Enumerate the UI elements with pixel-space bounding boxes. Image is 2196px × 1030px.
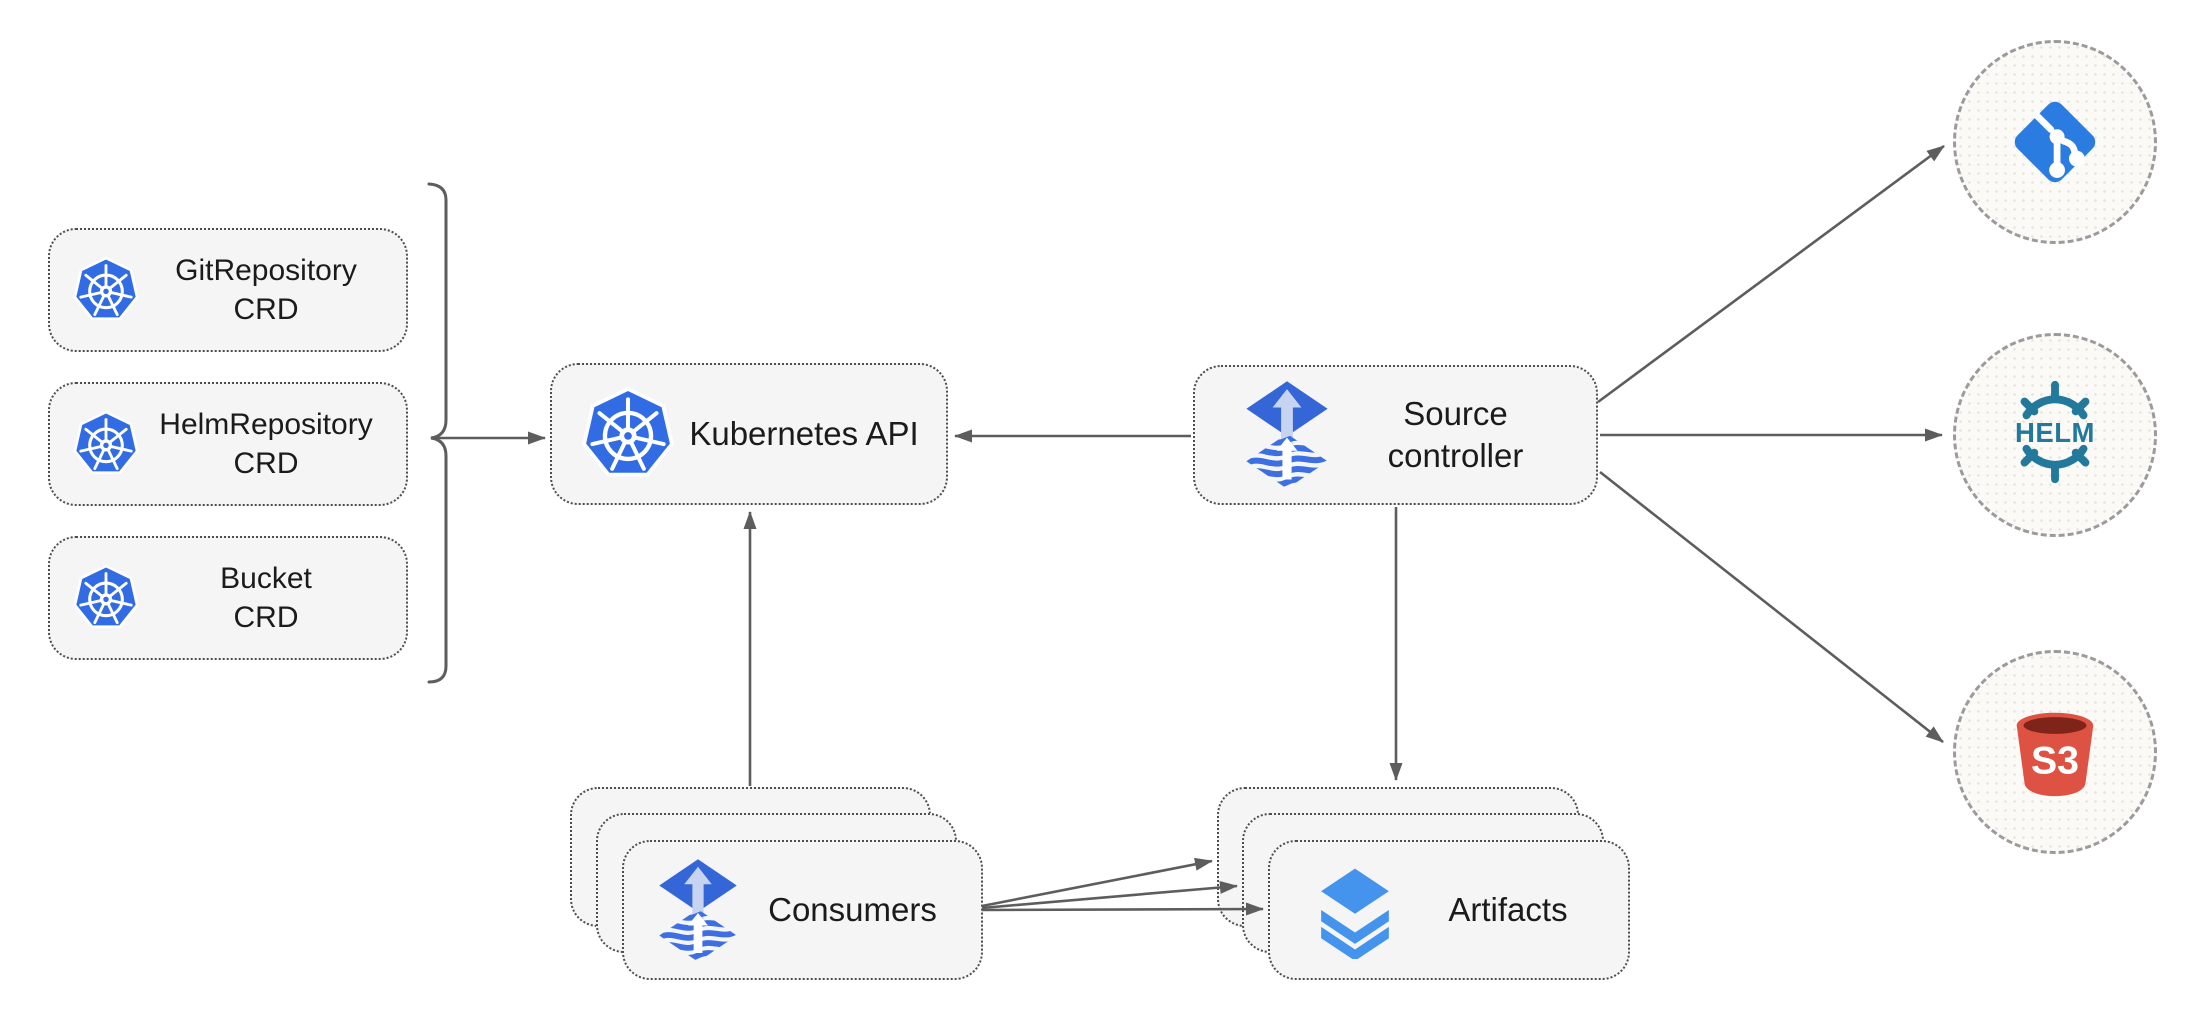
arrow-source-to-git [1597,144,1945,404]
label-line: GitRepository [175,254,357,287]
helmrepository-crd-label: HelmRepository CRD [140,405,406,483]
node-helmrepository-crd: HelmRepository CRD [48,382,408,506]
kubernetes-icon [580,386,676,482]
node-consumers: Consumers [622,840,983,980]
node-gitrepository-crd: GitRepository CRD [48,228,408,352]
s3-bucket-icon: S3 [2001,698,2109,806]
kubernetes-api-label: Kubernetes API [689,415,919,452]
flux-icon [658,858,738,963]
external-helm-repository: HELM [1953,333,2157,537]
label-line: Bucket [220,562,312,595]
label-line: HelmRepository [159,408,373,441]
node-kubernetes-api: Kubernetes API [550,363,948,505]
label-line: CRD [233,447,299,480]
flux-icon [1245,380,1329,490]
helm-icon: HELM [2015,376,2095,494]
s3-label: S3 [2031,739,2079,783]
arrow-consumers-to-artifacts-2 [981,880,1238,910]
node-bucket-crd: Bucket CRD [48,536,408,660]
consumers-label: Consumers [768,891,937,928]
crd-grouping-bracket [427,182,448,684]
label-line: CRD [233,293,299,326]
git-icon [2003,90,2107,194]
node-artifacts: Artifacts [1268,840,1630,980]
external-s3-bucket: S3 [1953,650,2157,854]
label-line: controller [1387,437,1524,474]
bucket-crd-label: Bucket CRD [140,559,406,637]
source-controller-label: Source controller [1329,393,1596,477]
external-git-repository [1953,40,2157,244]
label-line: CRD [233,601,299,634]
kubernetes-icon [72,564,140,632]
arrow-consumers-to-artifacts-1 [981,857,1213,908]
helm-label: HELM [2015,417,2095,448]
arrow-source-to-s3 [1599,470,1944,744]
kubernetes-icon [72,410,140,478]
kubernetes-icon [72,256,140,324]
node-source-controller: Source controller [1193,365,1598,505]
gitrepository-crd-label: GitRepository CRD [140,251,406,329]
layers-icon [1308,861,1402,959]
artifacts-label: Artifacts [1448,891,1568,928]
label-line: Source [1403,395,1508,432]
